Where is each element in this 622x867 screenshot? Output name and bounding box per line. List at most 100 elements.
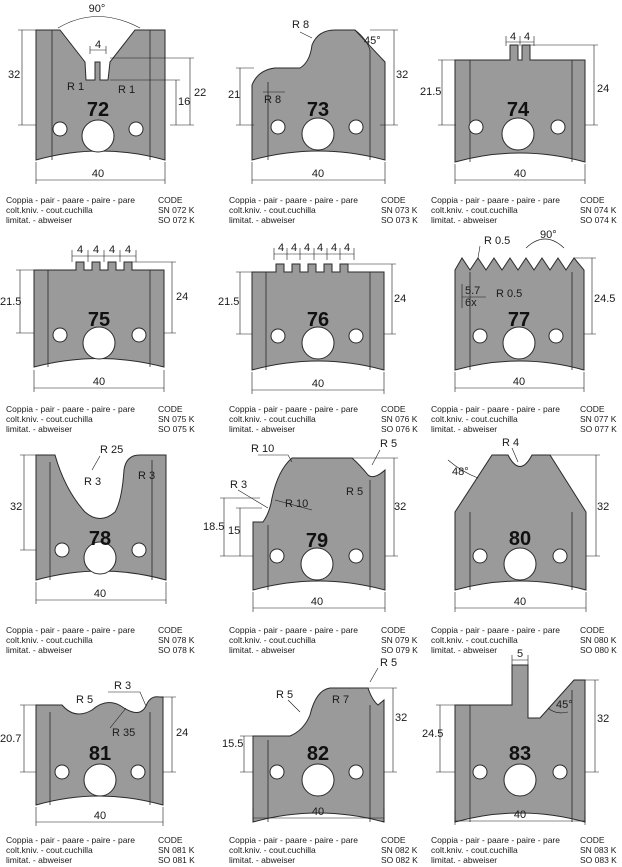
caption-line: colt.kniv. - cout.cuchilla bbox=[229, 205, 316, 215]
dimension-label: 4 bbox=[278, 242, 284, 254]
caption-line: Coppia - pair - paare - paire - pare bbox=[229, 625, 358, 635]
code-73: CODE SN 073 K SO 073 K bbox=[381, 195, 418, 225]
profile-number: 73 bbox=[307, 99, 329, 121]
profile-number: 79 bbox=[306, 530, 328, 552]
code-77: CODE SN 077 K SO 077 K bbox=[580, 404, 617, 434]
caption-line: colt.kniv. - cout.cuchilla bbox=[6, 635, 93, 645]
dimension-label: 40 bbox=[94, 588, 106, 600]
code-label: CODE bbox=[381, 404, 406, 414]
dimension-label: 5 bbox=[517, 648, 523, 660]
caption-line: colt.kniv. - cout.cuchilla bbox=[229, 845, 316, 855]
caption-line: limitat. - abweiser bbox=[229, 645, 296, 655]
code-so: SO 072 K bbox=[158, 215, 195, 225]
profile-number: 81 bbox=[89, 743, 111, 765]
dimension-label: 40 bbox=[514, 168, 526, 180]
dimension-label: R 1 bbox=[118, 84, 135, 96]
dimension-label: 40 bbox=[311, 596, 323, 608]
dimension-label: 4 bbox=[93, 244, 99, 256]
caption-line: limitat. - abweiser bbox=[431, 645, 498, 655]
code-so: SO 079 K bbox=[381, 645, 418, 655]
code-label: CODE bbox=[158, 195, 183, 205]
caption-75: Coppia - pair - paare - paire - pare col… bbox=[6, 404, 135, 434]
dimension-label: R 4 bbox=[502, 437, 519, 449]
caption-line: limitat. - abweiser bbox=[6, 424, 73, 434]
code-so: SO 080 K bbox=[580, 645, 617, 655]
code-label: CODE bbox=[381, 195, 406, 205]
caption-line: Coppia - pair - paare - paire - pare bbox=[431, 195, 560, 205]
caption-line: Coppia - pair - paare - paire - pare bbox=[431, 625, 560, 635]
code-so: SO 077 K bbox=[580, 424, 617, 434]
caption-80: Coppia - pair - paare - paire - pare col… bbox=[431, 625, 560, 655]
dimension-label: 32 bbox=[8, 69, 20, 81]
code-sn: SN 072 K bbox=[158, 205, 195, 215]
caption-74: Coppia - pair - paare - paire - pare col… bbox=[431, 195, 560, 225]
code-sn: SN 074 K bbox=[580, 205, 617, 215]
code-sn: SN 079 K bbox=[381, 635, 418, 645]
profile-79: 79 R 10 R 5 R 3 R 10 R 5 18.5 15 32 40 bbox=[203, 438, 406, 612]
profile-72: 72 90° 4 R 1 R 1 32 16 22 40 bbox=[8, 3, 206, 184]
dimension-label: R 1 bbox=[67, 81, 84, 93]
caption-line: limitat. - abweiser bbox=[6, 645, 73, 655]
dimension-label: R 0.5 bbox=[484, 235, 510, 247]
code-74: CODE SN 074 K SO 074 K bbox=[580, 195, 617, 225]
dimension-label: R 3 bbox=[230, 479, 247, 491]
profile-81: 81 R 3 R 5 R 35 20.7 24 40 bbox=[0, 680, 188, 826]
dimension-label: 32 bbox=[597, 713, 609, 725]
code-label: CODE bbox=[381, 625, 406, 635]
caption-line: colt.kniv. - cout.cuchilla bbox=[431, 845, 518, 855]
profile-number: 75 bbox=[88, 309, 110, 331]
dimension-label: 32 bbox=[396, 69, 408, 81]
dimension-label: 40 bbox=[312, 806, 324, 818]
caption-78: Coppia - pair - paare - paire - pare col… bbox=[6, 625, 135, 655]
caption-line: Coppia - pair - paare - paire - pare bbox=[6, 404, 135, 414]
dimension-label: R 5 bbox=[276, 689, 293, 701]
dimension-label: R 5 bbox=[346, 486, 363, 498]
dimension-label: R 35 bbox=[112, 727, 135, 739]
dimension-label: 4 bbox=[510, 31, 516, 43]
caption-line: Coppia - pair - paare - paire - pare bbox=[6, 835, 135, 845]
code-so: SO 078 K bbox=[158, 645, 195, 655]
dimension-label: 40 bbox=[312, 378, 324, 390]
dimension-label: 16 bbox=[178, 96, 190, 108]
code-label: CODE bbox=[580, 195, 605, 205]
caption-line: Coppia - pair - paare - paire - pare bbox=[229, 195, 358, 205]
caption-line: colt.kniv. - cout.cuchilla bbox=[6, 205, 93, 215]
code-so: SO 082 K bbox=[381, 855, 418, 865]
dimension-label: 32 bbox=[597, 501, 609, 513]
dimension-label: 24 bbox=[394, 293, 406, 305]
caption-line: limitat. - abweiser bbox=[6, 215, 73, 225]
profile-80: 80 R 4 48° 32 40 bbox=[447, 437, 609, 612]
dimension-label: 4 bbox=[109, 244, 115, 256]
dimension-label: 15 bbox=[228, 525, 240, 537]
code-label: CODE bbox=[158, 404, 183, 414]
dimension-label: R 3 bbox=[114, 680, 131, 692]
dimension-label: R 25 bbox=[100, 444, 123, 456]
caption-line: colt.kniv. - cout.cuchilla bbox=[6, 845, 93, 855]
code-label: CODE bbox=[580, 835, 605, 845]
dimension-label: 22 bbox=[194, 87, 206, 99]
profile-74: 74 4 4 21.5 24 40 bbox=[420, 31, 609, 184]
caption-line: limitat. - abweiser bbox=[431, 215, 498, 225]
code-label: CODE bbox=[381, 835, 406, 845]
profile-number: 80 bbox=[509, 528, 531, 550]
caption-line: colt.kniv. - cout.cuchilla bbox=[431, 635, 518, 645]
code-sn: SN 081 K bbox=[158, 845, 195, 855]
caption-line: colt.kniv. - cout.cuchilla bbox=[6, 414, 93, 424]
dimension-label: 32 bbox=[395, 712, 407, 724]
dimension-label: 4 bbox=[291, 242, 297, 254]
caption-line: Coppia - pair - paare - paire - pare bbox=[6, 625, 135, 635]
code-82: CODE SN 082 K SO 082 K bbox=[381, 835, 418, 865]
dimension-label: 21 bbox=[228, 89, 240, 101]
caption-line: limitat. - abweiser bbox=[6, 855, 73, 865]
code-so: SO 074 K bbox=[580, 215, 617, 225]
dimension-label: 4 bbox=[304, 242, 310, 254]
caption-82: Coppia - pair - paare - paire - pare col… bbox=[229, 835, 358, 865]
dimension-label: R 5 bbox=[76, 694, 93, 706]
profile-number: 82 bbox=[307, 743, 329, 765]
profile-number: 74 bbox=[507, 99, 530, 121]
dimension-label: 4 bbox=[331, 242, 337, 254]
code-78: CODE SN 078 K SO 078 K bbox=[158, 625, 195, 655]
profile-77: 77 R 0.5 90° 5.7 6x R 0.5 24.5 40 bbox=[454, 229, 615, 392]
caption-81: Coppia - pair - paare - paire - pare col… bbox=[6, 835, 135, 865]
caption-line: limitat. - abweiser bbox=[229, 215, 296, 225]
